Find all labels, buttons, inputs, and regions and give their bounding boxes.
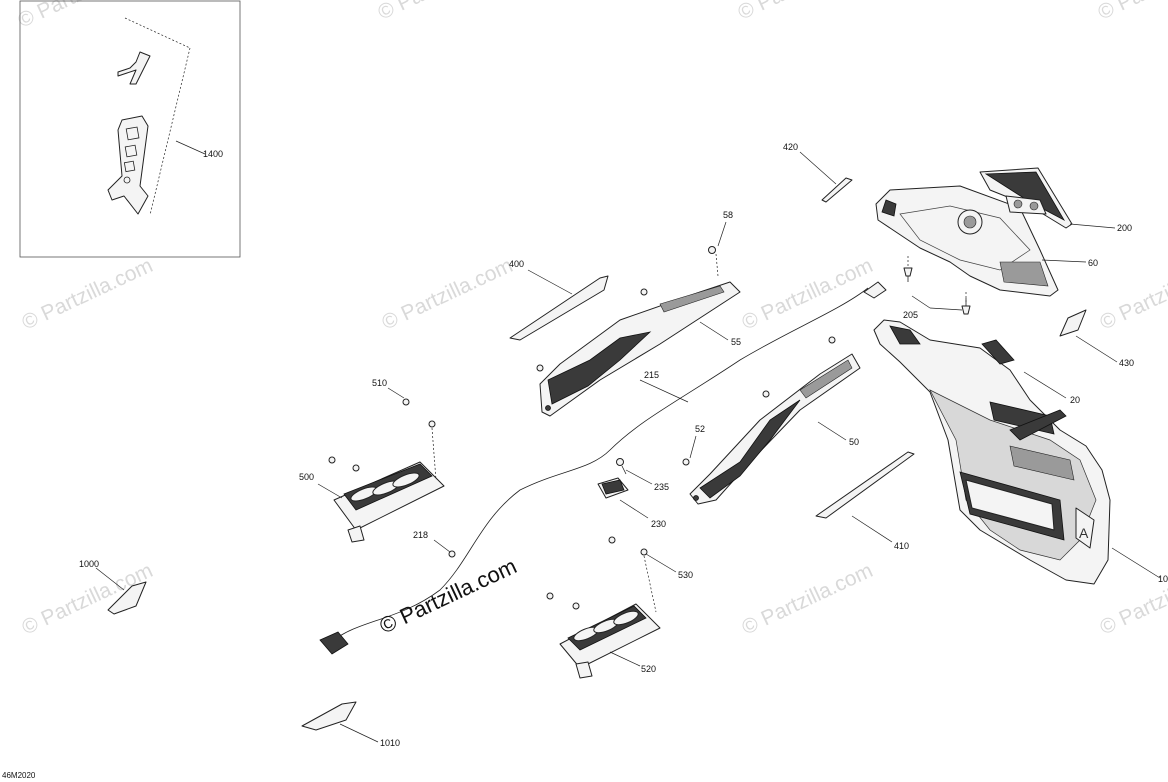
wiring-harness-215 <box>319 281 887 655</box>
callout-200[interactable]: 200 <box>1117 223 1132 233</box>
wrench-tool-icon <box>107 115 149 215</box>
clip-230 <box>597 477 629 499</box>
callout-510[interactable]: 510 <box>372 378 387 388</box>
watermark-tile: © Partzilla.com <box>14 0 152 33</box>
callout-520[interactable]: 520 <box>641 664 656 674</box>
callout-52[interactable]: 52 <box>695 424 705 434</box>
tool-kit-inset: 1400 <box>19 0 241 258</box>
callout-58[interactable]: 58 <box>723 210 733 220</box>
callout-55[interactable]: 55 <box>731 337 741 347</box>
screw-218 <box>448 550 456 558</box>
watermark-tile: © Partzilla.com <box>738 559 876 640</box>
watermark-tile: © Partzilla.com <box>1094 0 1168 25</box>
callout-500[interactable]: 500 <box>299 472 314 482</box>
step-plate-520 <box>546 536 661 679</box>
callout-235[interactable]: 235 <box>654 482 669 492</box>
rear-fender-10: A <box>873 319 1111 585</box>
decal-1000 <box>107 581 147 615</box>
panel-fasteners <box>536 246 836 466</box>
side-panel-50 <box>689 353 861 505</box>
leader-line <box>175 140 206 155</box>
callout-420[interactable]: 420 <box>783 142 798 152</box>
watermark-tile: © Partzilla.com <box>1096 254 1168 335</box>
watermark-main: © Partzilla.com <box>376 553 521 638</box>
inset-guide <box>124 17 191 49</box>
callout-20[interactable]: 20 <box>1070 395 1080 405</box>
callout-1010[interactable]: 1010 <box>380 738 400 748</box>
inset-guide <box>149 47 191 216</box>
decal-1010 <box>301 701 357 731</box>
taillight-200 <box>979 167 1073 229</box>
callout-60[interactable]: 60 <box>1088 258 1098 268</box>
callout-205[interactable]: 205 <box>903 310 918 320</box>
hook-tool-icon <box>117 51 151 85</box>
watermark-tile: © Partzilla.com <box>734 0 872 25</box>
watermark-grid: © Partzilla.com © Partzilla.com © Partzi… <box>14 0 1168 640</box>
watermark-tile: © Partzilla.com <box>18 254 156 335</box>
decal-20 <box>981 339 1015 365</box>
callout-218[interactable]: 218 <box>413 530 428 540</box>
watermark-tile: © Partzilla.com <box>1096 559 1168 640</box>
diagram-code: 46M2020 <box>2 771 36 780</box>
watermark-tile: © Partzilla.com <box>374 0 512 25</box>
callout-410[interactable]: 410 <box>894 541 909 551</box>
screws-205 <box>903 256 971 315</box>
decal-410 <box>815 451 915 519</box>
side-panel-55 <box>539 281 741 417</box>
callout-400[interactable]: 400 <box>509 259 524 269</box>
watermark-tile: © Partzilla.com <box>378 254 516 335</box>
callout-1000[interactable]: 1000 <box>79 559 99 569</box>
callout-50[interactable]: 50 <box>849 437 859 447</box>
rear-cover-60 <box>875 185 1059 297</box>
step-plate-500 <box>328 398 445 543</box>
callout-530[interactable]: 530 <box>678 570 693 580</box>
callout-230[interactable]: 230 <box>651 519 666 529</box>
screw-235 <box>616 458 627 475</box>
decal-400 <box>509 275 609 341</box>
callout-215[interactable]: 215 <box>644 370 659 380</box>
callout-430[interactable]: 430 <box>1119 358 1134 368</box>
decal-430 <box>1059 309 1087 337</box>
callout-10[interactable]: 10 <box>1158 574 1168 584</box>
watermark-tile: © Partzilla.com <box>738 254 876 335</box>
svg-text:A: A <box>1079 525 1089 541</box>
callout-1400[interactable]: 1400 <box>203 149 223 159</box>
inset-frame <box>19 0 241 258</box>
decal-420 <box>821 177 853 203</box>
